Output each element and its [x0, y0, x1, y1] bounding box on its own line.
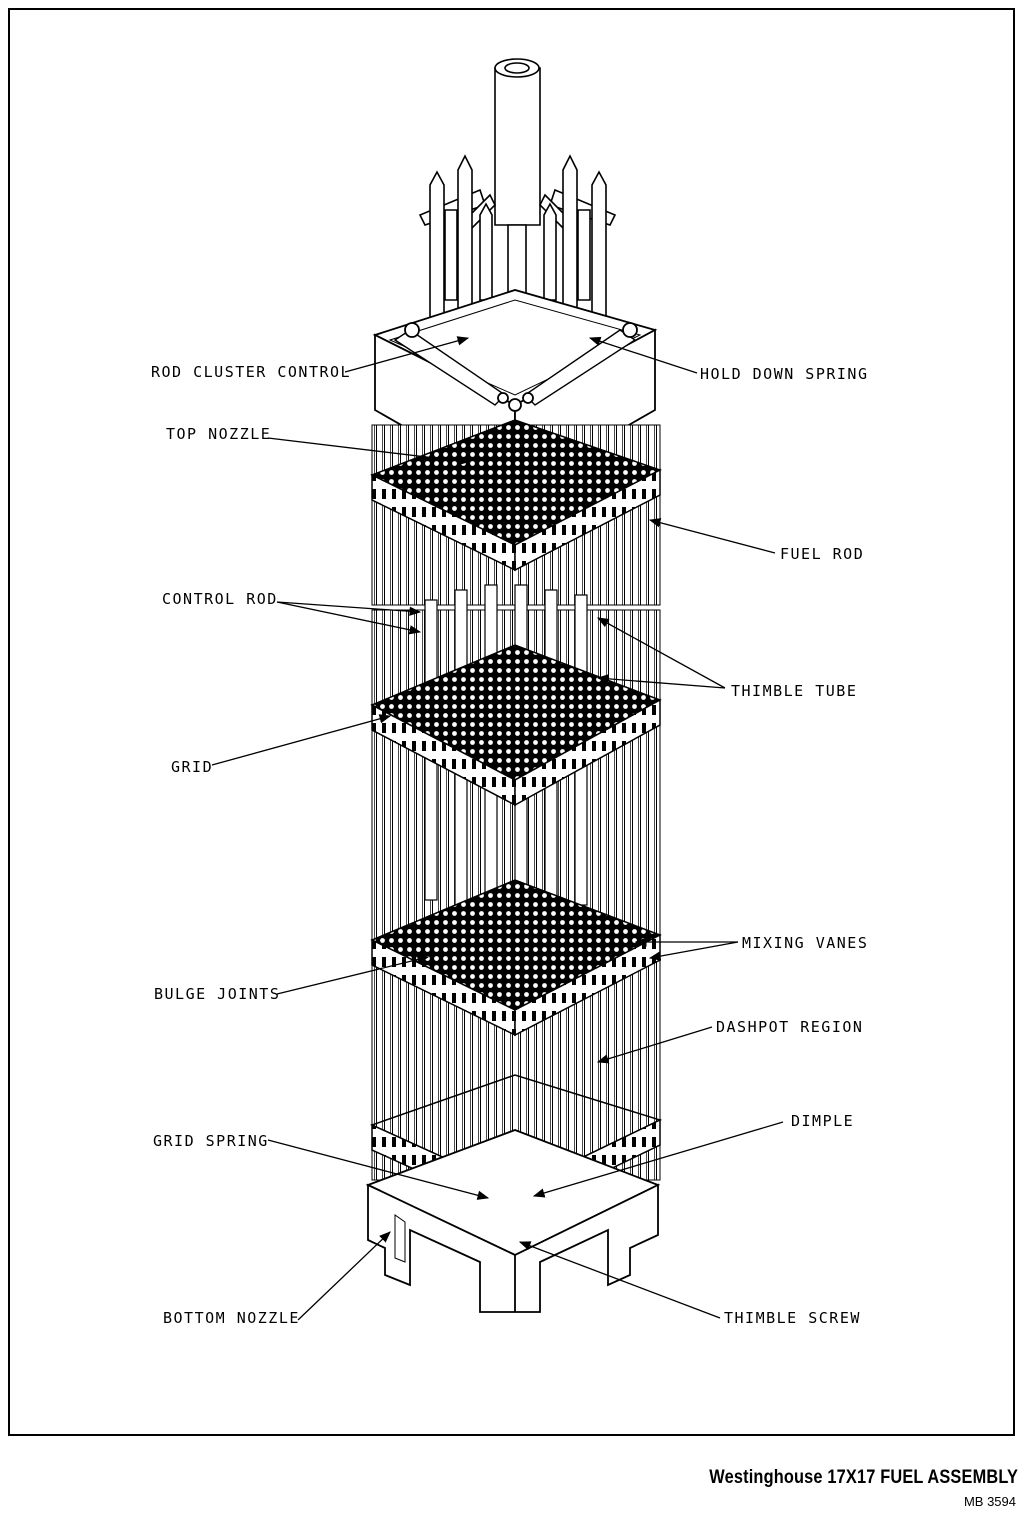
- label-mixing-vanes: MIXING VANES: [742, 934, 869, 952]
- label-grid: GRID: [171, 758, 214, 776]
- label-rod-cluster-control: ROD CLUSTER CONTROL: [151, 363, 352, 381]
- upper-grid: [370, 419, 662, 572]
- label-fuel-rod: FUEL ROD: [780, 545, 865, 563]
- label-top-nozzle: TOP NOZZLE: [166, 425, 272, 443]
- label-bulge-joints: BULGE JOINTS: [154, 985, 281, 1003]
- label-bottom-nozzle: BOTTOM NOZZLE: [163, 1309, 300, 1327]
- figure-caption-code: MB 3594: [963, 1494, 1016, 1509]
- label-thimble-tube: THIMBLE TUBE: [731, 682, 858, 700]
- label-dimple: DIMPLE: [791, 1112, 855, 1130]
- rcc-spider: [418, 58, 617, 331]
- label-grid-spring: GRID SPRING: [153, 1132, 269, 1150]
- bottom-nozzle: [365, 1129, 661, 1313]
- callout-lines: [211, 336, 784, 1321]
- label-control-rod: CONTROL ROD: [162, 590, 278, 608]
- label-hold-down-spring: HOLD DOWN SPRING: [700, 365, 869, 383]
- label-thimble-screw: THIMBLE SCREW: [724, 1309, 861, 1327]
- grid-2: [370, 879, 662, 1037]
- label-dashpot-region: DASHPOT REGION: [716, 1018, 864, 1036]
- drawing-frame: [8, 8, 1015, 1436]
- figure-caption-title: Westinghouse 17X17 FUEL ASSEMBLY: [709, 1467, 1018, 1488]
- grid-1: [370, 644, 662, 807]
